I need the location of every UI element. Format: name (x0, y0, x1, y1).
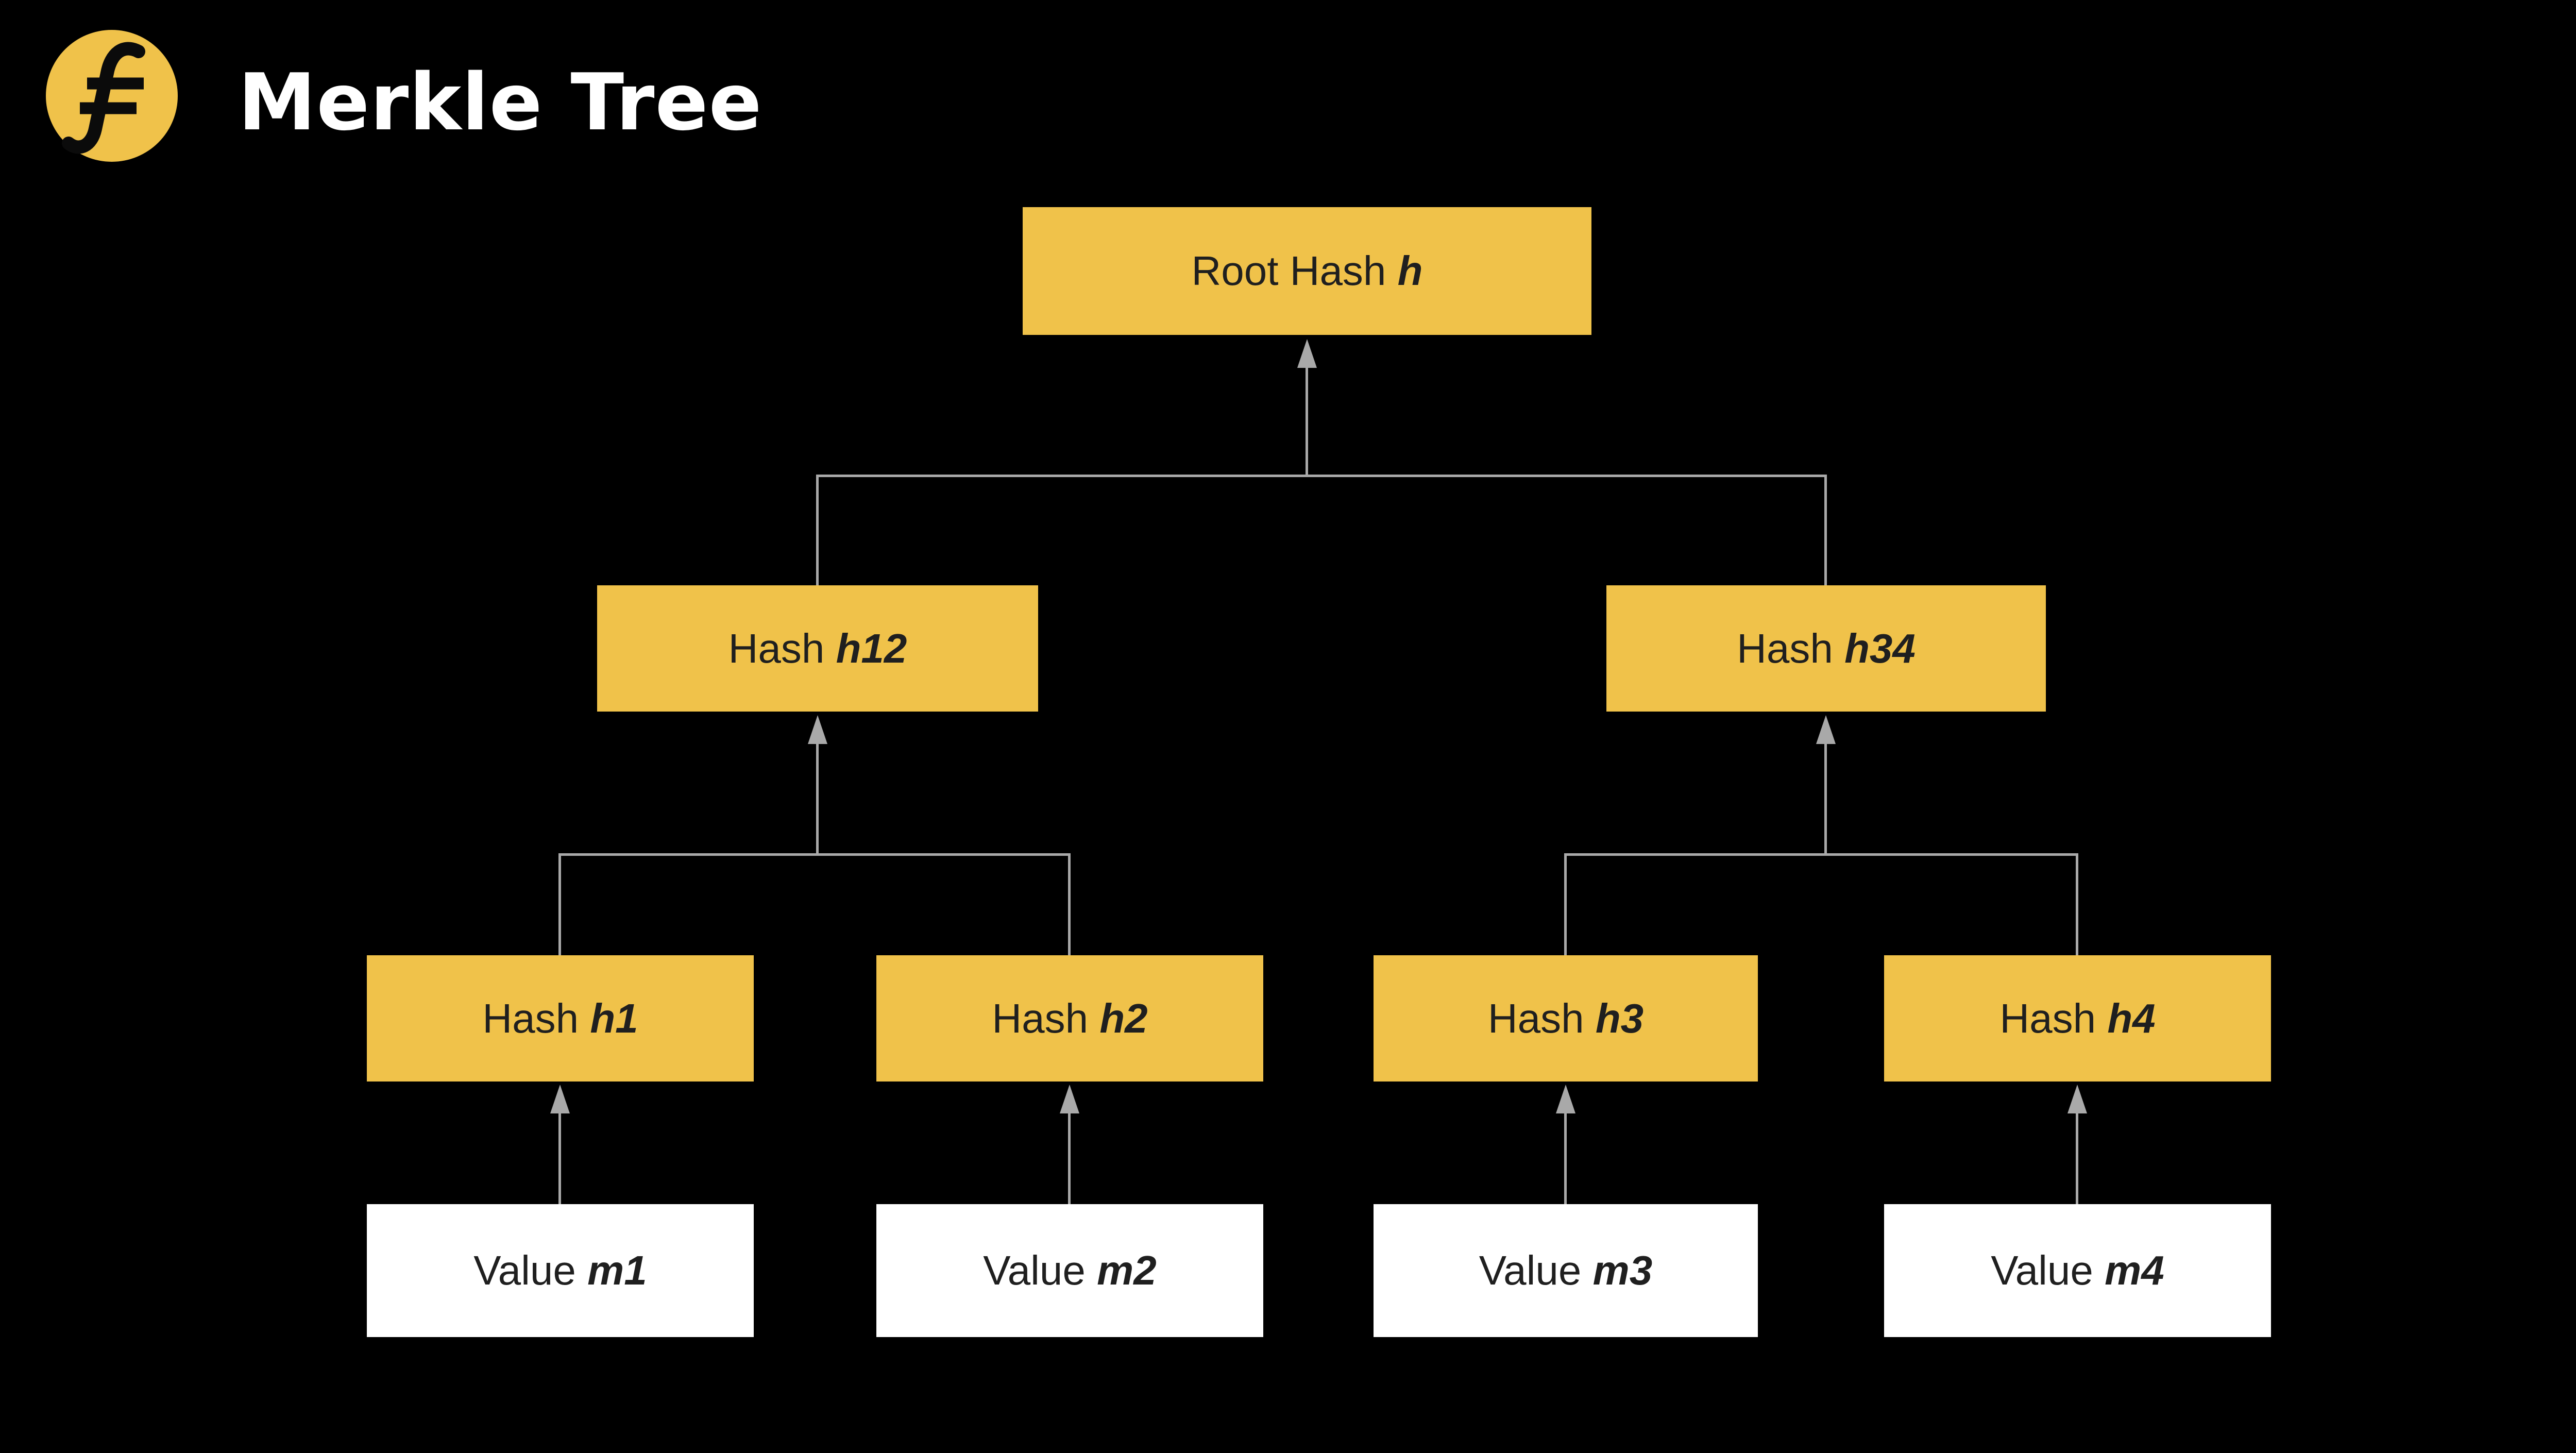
node-hash-h4: Hash h4 (1884, 955, 2271, 1082)
node-label-em: h (1397, 248, 1423, 294)
node-label: Hash (728, 625, 836, 671)
node-value-m2: Value m2 (876, 1204, 1263, 1337)
node-hash-h12: Hash h12 (597, 585, 1038, 712)
edge-h4-up (2076, 853, 2078, 955)
edge-h2-up (1068, 853, 1071, 955)
node-hash-h34: Hash h34 (1606, 585, 2046, 712)
node-hash-h3: Hash h3 (1374, 955, 1758, 1082)
edge-h12-stem (816, 742, 819, 856)
edge-h34-stem (1824, 742, 1827, 856)
node-label: Root Hash (1191, 248, 1398, 294)
arrowhead-to-h2 (1060, 1085, 1079, 1113)
florin-glyph (62, 42, 145, 154)
node-label: Hash (1999, 995, 2108, 1041)
arrowhead-to-h4 (2067, 1085, 2087, 1113)
edge-m3-up (1564, 1111, 1567, 1204)
node-root-hash: Root Hash h (1023, 207, 1591, 335)
edge-level1-bar (816, 475, 1827, 477)
edge-right-bar (1564, 853, 2078, 856)
node-hash-h1: Hash h1 (367, 955, 754, 1082)
node-label-em: m1 (587, 1247, 647, 1293)
node-label: Hash (1737, 625, 1845, 671)
edge-h12-up (816, 475, 819, 585)
arrowhead-to-h1 (550, 1085, 570, 1113)
node-label-em: m2 (1097, 1247, 1157, 1293)
edge-left-bar (558, 853, 1071, 856)
node-hash-h2: Hash h2 (876, 955, 1263, 1082)
node-label-em: h34 (1844, 625, 1916, 671)
filecoin-logo-icon (46, 30, 178, 162)
node-label-em: h1 (590, 995, 638, 1041)
page-title: Merkle Tree (238, 57, 762, 148)
node-label-em: h3 (1595, 995, 1644, 1041)
arrowhead-to-h34 (1816, 715, 1836, 744)
node-label: Value (1991, 1247, 2105, 1293)
node-label: Value (1479, 1247, 1593, 1293)
arrowhead-to-h3 (1556, 1085, 1575, 1113)
node-label-em: m4 (2105, 1247, 2164, 1293)
edge-h34-up (1824, 475, 1827, 585)
edge-h3-up (1564, 853, 1567, 955)
node-label-em: h2 (1099, 995, 1148, 1041)
edge-m4-up (2076, 1111, 2078, 1204)
arrowhead-to-root (1297, 339, 1317, 368)
node-label: Hash (1487, 995, 1596, 1041)
edge-root-stem (1306, 366, 1308, 477)
edge-m2-up (1068, 1111, 1071, 1204)
node-label: Hash (992, 995, 1100, 1041)
node-label-em: h12 (836, 625, 907, 671)
edge-h1-up (558, 853, 561, 955)
node-label-em: m3 (1592, 1247, 1653, 1293)
node-label: Hash (482, 995, 590, 1041)
node-label-em: h4 (2107, 995, 2156, 1041)
node-label: Value (473, 1247, 588, 1293)
node-value-m3: Value m3 (1374, 1204, 1758, 1337)
edge-m1-up (558, 1111, 561, 1204)
node-value-m1: Value m1 (367, 1204, 754, 1337)
node-value-m4: Value m4 (1884, 1204, 2271, 1337)
node-label: Value (983, 1247, 1097, 1293)
arrowhead-to-h12 (808, 715, 827, 744)
